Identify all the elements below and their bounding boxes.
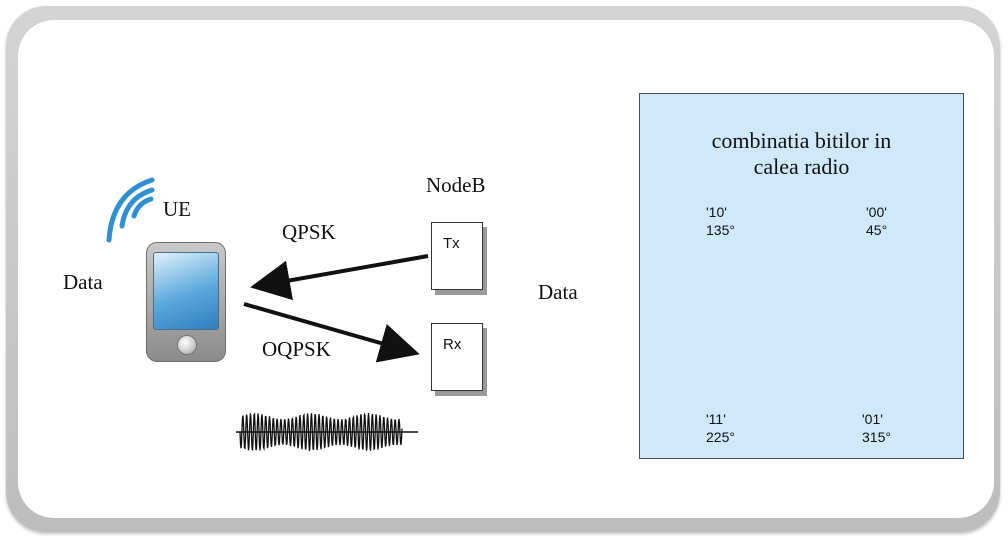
uplink-arrow — [243, 302, 420, 363]
constellation-title: combinatia bitilor in calea radio — [640, 128, 963, 180]
ue-label: UE — [163, 197, 191, 221]
ue-data-label: Data — [63, 270, 103, 294]
point-angle-225: 225° — [706, 429, 735, 445]
point-label-11: '11' 225° — [706, 410, 735, 446]
tx-label: Tx — [443, 235, 460, 252]
tx-box: Tx — [431, 222, 483, 290]
point-bits-00: '00' — [866, 204, 887, 220]
point-angle-315: 315° — [862, 429, 891, 445]
constellation-title-line1: combinatia bitilor in — [711, 128, 892, 153]
waveform-icon — [236, 412, 418, 451]
point-bits-01: '01' — [862, 411, 883, 427]
signal-waves-icon — [106, 177, 155, 243]
downlink-arrow — [250, 254, 429, 301]
constellation-title-line2: calea radio — [753, 154, 850, 179]
point-angle-135: 135° — [706, 222, 735, 238]
point-bits-10: '10' — [706, 204, 727, 220]
phone-screen — [153, 252, 219, 330]
mobile-phone-icon — [146, 242, 226, 362]
point-label-01: '01' 315° — [862, 410, 891, 446]
nodeb-data-label: Data — [538, 280, 578, 304]
rx-label: Rx — [443, 336, 462, 353]
phone-home-button — [177, 335, 197, 355]
uplink-label: OQPSK — [262, 337, 331, 361]
point-angle-45: 45° — [866, 222, 888, 238]
downlink-label: QPSK — [282, 220, 336, 244]
point-label-10: '10' 135° — [706, 203, 735, 239]
point-bits-11: '11' — [706, 411, 726, 427]
rx-box: Rx — [431, 323, 483, 391]
nodeb-label: NodeB — [426, 173, 486, 197]
constellation-panel: combinatia bitilor in calea radio — [639, 93, 964, 459]
point-label-00: '00' 45° — [866, 203, 887, 239]
